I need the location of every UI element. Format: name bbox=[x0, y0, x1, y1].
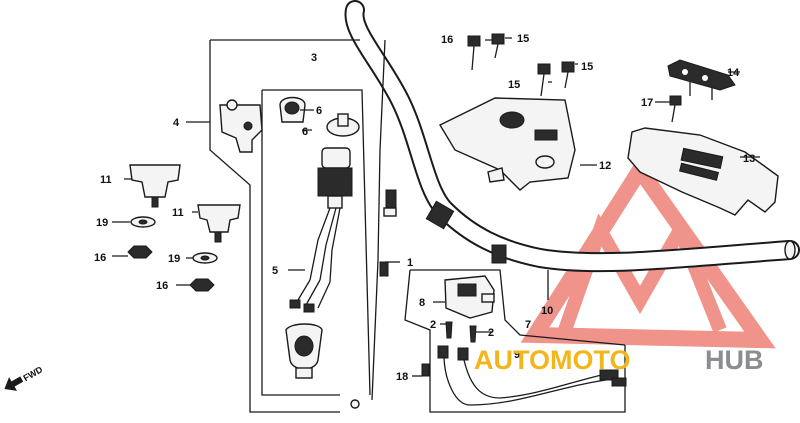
watermark-brand: AUTOMOTO HUB bbox=[474, 345, 764, 375]
callout-16a: 16 bbox=[441, 34, 453, 46]
leader-lines bbox=[112, 37, 760, 377]
callout-19b: 19 bbox=[168, 253, 180, 265]
callout-2b: 2 bbox=[488, 327, 494, 339]
callout-11b: 11 bbox=[172, 207, 184, 219]
callout-16b: 16 bbox=[94, 252, 106, 264]
wire-harness bbox=[437, 345, 627, 406]
callout-8: 8 bbox=[419, 297, 425, 309]
callout-3: 3 bbox=[311, 52, 317, 64]
screw-2b bbox=[469, 325, 477, 343]
bracket-part-4 bbox=[219, 99, 263, 153]
handlebar-holder-lower bbox=[197, 204, 241, 243]
callout-10: 10 bbox=[541, 305, 553, 317]
meter-case bbox=[439, 97, 576, 191]
assembly-frame bbox=[209, 39, 626, 413]
bolt-15a bbox=[467, 35, 481, 71]
bolt-15b bbox=[491, 33, 505, 59]
bolt-15d bbox=[561, 61, 575, 89]
nut-upper bbox=[127, 245, 153, 259]
wire-connector bbox=[285, 323, 323, 379]
callout-16c: 16 bbox=[156, 280, 168, 292]
handlebar-holder-upper bbox=[129, 164, 181, 208]
callout-7: 7 bbox=[525, 319, 531, 331]
callout-15c: 15 bbox=[581, 61, 593, 73]
callout-6a: 6 bbox=[316, 105, 322, 117]
fwd-label: FWD bbox=[21, 364, 44, 383]
meter-cover bbox=[627, 127, 779, 216]
callout-1: 1 bbox=[407, 257, 413, 269]
callout-17: 17 bbox=[641, 97, 653, 109]
grommet-18 bbox=[421, 363, 430, 377]
switch-housing bbox=[444, 275, 495, 319]
callout-13: 13 bbox=[743, 153, 755, 165]
throttle-cable bbox=[350, 39, 397, 409]
callout-labels: 1 2 2 3 4 5 6 6 7 8 9 10 11 11 12 13 14 … bbox=[94, 33, 755, 383]
callout-15a: 15 bbox=[517, 33, 529, 45]
nut-lower bbox=[189, 278, 215, 292]
callout-19a: 19 bbox=[96, 217, 108, 229]
callout-18: 18 bbox=[396, 371, 408, 383]
screw-2a bbox=[445, 321, 453, 339]
bolt-17 bbox=[669, 95, 682, 123]
callout-14: 14 bbox=[727, 67, 740, 79]
callout-11a: 11 bbox=[100, 174, 112, 186]
callout-9: 9 bbox=[514, 349, 520, 361]
brand-text-part1: AUTOMOTO bbox=[474, 345, 631, 375]
washer-lower bbox=[192, 252, 218, 264]
callout-6b: 6 bbox=[302, 126, 308, 138]
bolt-15c bbox=[537, 63, 551, 97]
key-cap-6a bbox=[279, 96, 306, 123]
brand-text-part2: HUB bbox=[705, 345, 764, 375]
callout-12: 12 bbox=[599, 160, 611, 172]
bracket-part-14 bbox=[667, 59, 736, 100]
callout-5: 5 bbox=[272, 265, 278, 277]
forward-arrow: FWD bbox=[4, 364, 45, 391]
ignition-switch bbox=[289, 147, 353, 313]
callout-2a: 2 bbox=[430, 319, 436, 331]
washer-upper bbox=[130, 216, 156, 228]
key-cap-6b bbox=[326, 113, 360, 137]
handlebar bbox=[344, 0, 800, 273]
callout-15b: 15 bbox=[508, 79, 520, 91]
callout-4: 4 bbox=[173, 117, 180, 129]
